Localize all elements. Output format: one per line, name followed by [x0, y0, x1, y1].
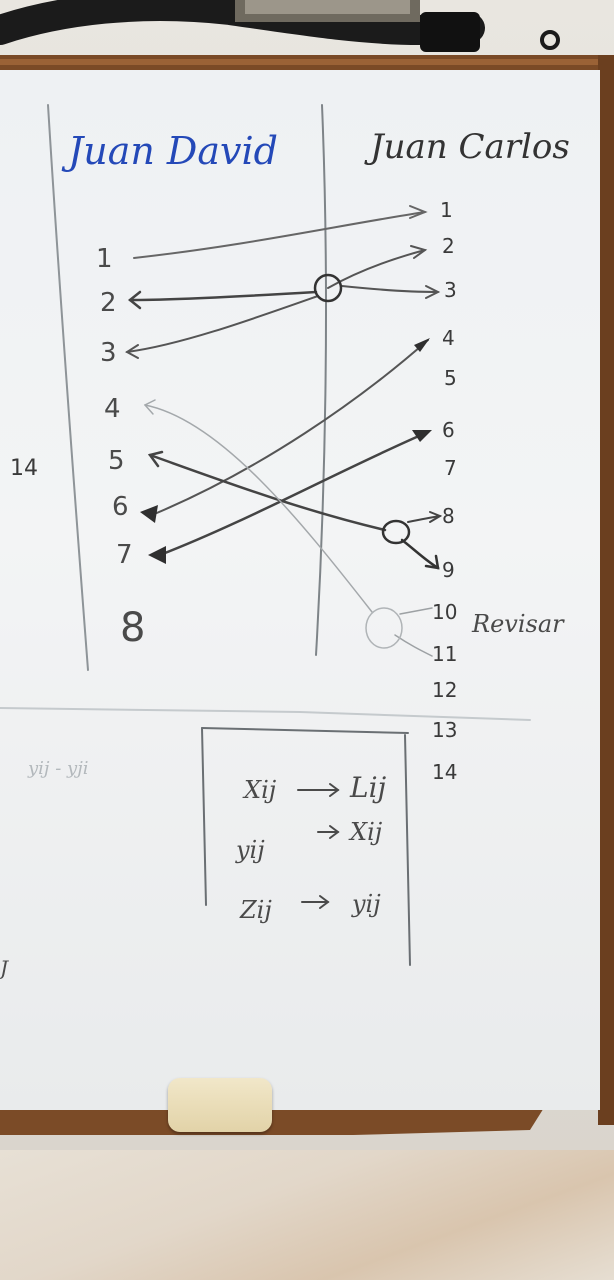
left-number: 2: [100, 288, 117, 318]
table-arrows: [297, 783, 340, 909]
left-number: 4: [104, 394, 121, 424]
table-to: Xij: [350, 818, 383, 846]
right-number: 3: [444, 278, 457, 302]
right-number: 5: [444, 366, 457, 390]
node-circles: [313, 273, 411, 649]
edge-letter: J: [0, 956, 9, 980]
right-number: 13: [432, 718, 458, 742]
floor: [0, 1150, 614, 1280]
table-from: yij: [236, 836, 265, 864]
right-number: 10: [432, 600, 458, 624]
left-number: 1: [96, 244, 113, 274]
faint-expression: yij - yji: [28, 758, 89, 779]
left-number: 6: [112, 492, 129, 522]
right-number: 14: [432, 760, 458, 784]
right-number: 11: [432, 642, 458, 666]
table-to: Lij: [350, 771, 387, 804]
whiteboard-surface: [0, 70, 600, 1110]
right-number: 12: [432, 678, 458, 702]
header-right-name: Juan Carlos: [370, 127, 570, 167]
left-number: 7: [116, 540, 133, 570]
right-number: 2: [442, 234, 455, 258]
table-from: Xij: [244, 776, 277, 804]
column-divider-lines: [0, 104, 531, 966]
right-number: 9: [442, 558, 455, 582]
right-number: 6: [442, 418, 455, 442]
header-left-name: Juan David: [68, 129, 278, 173]
right-number: 8: [442, 504, 455, 528]
left-number: 3: [100, 338, 117, 368]
connection-arrows: [125, 205, 443, 657]
table-from: Zij: [240, 896, 272, 924]
side-note: Revisar: [472, 610, 564, 638]
cable-on-wall: [0, 0, 560, 52]
right-number: 4: [442, 326, 455, 350]
right-number: 1: [440, 198, 453, 222]
eraser: [168, 1078, 272, 1132]
left-number: 8: [120, 605, 146, 651]
table-to: yij: [352, 890, 381, 918]
right-number: 7: [444, 456, 457, 480]
margin-number: 14: [10, 456, 38, 481]
left-number: 5: [108, 446, 125, 476]
